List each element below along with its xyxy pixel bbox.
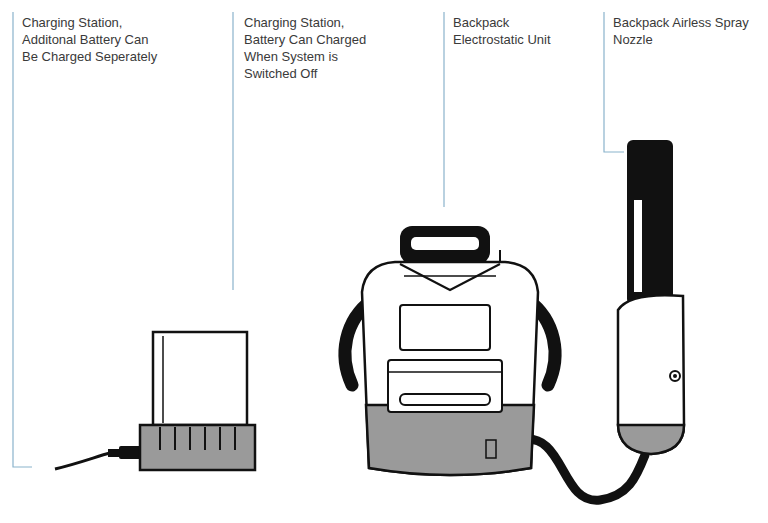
callout-label: Backpack Airless Spray Nozzle (613, 14, 753, 48)
charging-station (140, 425, 255, 470)
charging-station (162, 336, 164, 423)
charging-station (140, 332, 255, 470)
backpack-unit (400, 305, 490, 350)
charger-cable (119, 446, 141, 459)
backpack-unit (400, 264, 500, 290)
spray-nozzle (618, 425, 684, 454)
spray-nozzle (670, 371, 680, 381)
backpack-unit (388, 371, 502, 373)
callout-label: Charging Station, Additonal Battery Can … (22, 14, 162, 65)
charging-station (153, 332, 247, 425)
leader-line (443, 12, 444, 207)
leader-line (13, 12, 32, 467)
spray-nozzle (634, 200, 642, 292)
leader-line (232, 12, 233, 290)
spray-nozzle (618, 295, 684, 454)
backpack-unit (345, 226, 555, 475)
charger-cable (55, 446, 141, 469)
charger-cable (55, 453, 110, 469)
backpack-unit (486, 440, 496, 458)
backpack-unit (411, 237, 479, 250)
charger-cable (108, 449, 120, 457)
backpack-unit (404, 275, 496, 277)
spray-hose (520, 439, 645, 500)
spray-nozzle (627, 140, 673, 305)
spray-nozzle (673, 374, 677, 378)
backpack-unit (400, 394, 490, 405)
backpack-unit (366, 405, 534, 475)
backpack-unit (400, 226, 490, 264)
spray-nozzle (618, 140, 684, 454)
spray-hose (520, 439, 645, 500)
callout-label: Backpack Electrostatic Unit (453, 14, 563, 48)
callout-label: Charging Station, Battery Can Charged Wh… (244, 14, 383, 82)
backpack-unit (388, 360, 502, 412)
backpack-unit (362, 262, 538, 475)
